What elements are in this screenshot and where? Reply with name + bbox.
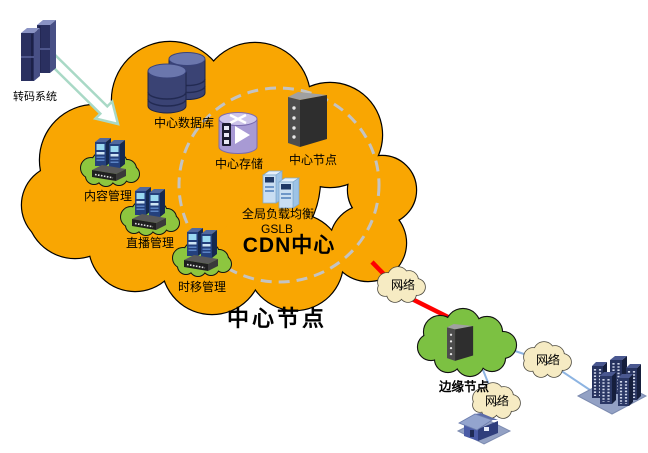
central-node-label: 中心节点 <box>288 153 338 167</box>
central-database-label: 中心数据库 <box>153 116 215 130</box>
city-buildings-icon <box>576 356 648 415</box>
ingest-arrow-icon <box>44 51 120 126</box>
edge-node-label: 边缘节点 <box>438 380 490 394</box>
cdn-center-label: CDN中心 <box>242 234 336 257</box>
gslb-label-line1: 全局负载均衡 <box>241 207 315 221</box>
live-management-label: 直播管理 <box>125 236 175 250</box>
edge-node-server-icon <box>447 324 474 361</box>
content-management-label: 内容管理 <box>83 189 133 203</box>
transcoder-server-icon <box>21 20 56 81</box>
central-storage-label: 中心存储 <box>214 157 264 171</box>
cdn-core-dashed-ring <box>177 86 381 284</box>
network-label-2: 网络 <box>535 353 561 367</box>
network-label-3: 网络 <box>484 394 510 408</box>
center-node-caption: 中心节点 <box>226 306 328 331</box>
house-icon <box>456 413 512 445</box>
network-label-1: 网络 <box>390 278 416 292</box>
gslb-server-icon <box>261 170 301 209</box>
timeshift-management-label: 时移管理 <box>177 280 227 294</box>
gslb-label-line2: GSLB <box>260 222 294 236</box>
transcoder-label: 转码系统 <box>13 91 57 103</box>
central-database-icon <box>147 52 206 114</box>
central-storage-icon <box>218 112 258 154</box>
central-node-server-icon <box>288 92 327 147</box>
